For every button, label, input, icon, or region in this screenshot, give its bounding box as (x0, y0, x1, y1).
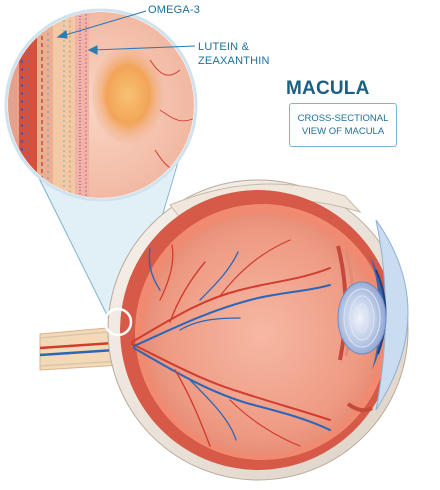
cornea (375, 219, 409, 411)
magnifier-edge-line (29, 159, 111, 322)
cross-section-caption-line: VIEW OF MACULA (301, 126, 385, 137)
retinal-vessels (131, 239, 331, 447)
zeaxanthin-label-line: ZEAXANTHIN (198, 55, 270, 67)
lutein-label-line: LUTEIN & (198, 41, 250, 53)
label-pointers (56, 10, 196, 55)
omega-3-label: OMEGA-3 (148, 4, 201, 16)
macula-region-marker (103, 307, 133, 337)
diagram-title: MACULA (286, 78, 370, 99)
macula-cross-section (4, 8, 198, 202)
cross-section-caption-box: CROSS-SECTIONAL VIEW OF MACULA (289, 103, 397, 147)
lutein-zeaxanthin-label: LUTEIN & ZEAXANTHIN (198, 40, 298, 68)
lens (337, 281, 387, 355)
cross-section-caption-line: CROSS-SECTIONAL (297, 113, 389, 124)
